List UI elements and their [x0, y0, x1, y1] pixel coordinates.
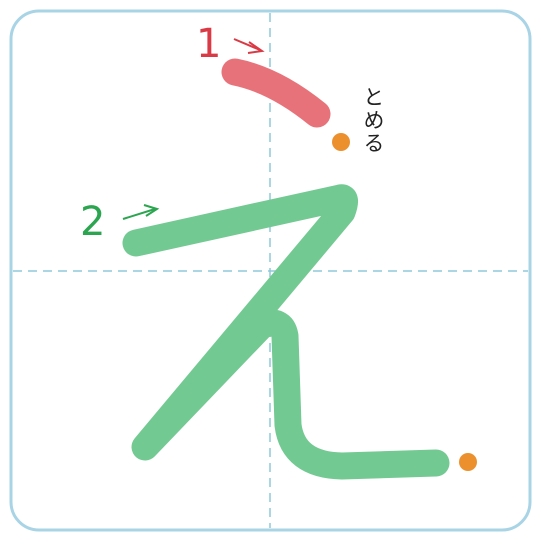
- stroke-1-arrow-icon: [233, 38, 265, 54]
- tome-annotation: とめる: [361, 86, 385, 155]
- stop-dot-icon: [332, 133, 350, 151]
- stop-dot-icon: [459, 453, 477, 471]
- stroke-1-number: 1: [196, 21, 222, 67]
- stroke-1: [221, 58, 331, 128]
- stroke-2-number: 2: [80, 199, 106, 245]
- stroke-2: [122, 184, 450, 480]
- stroke-2-arrow-icon: [122, 204, 160, 220]
